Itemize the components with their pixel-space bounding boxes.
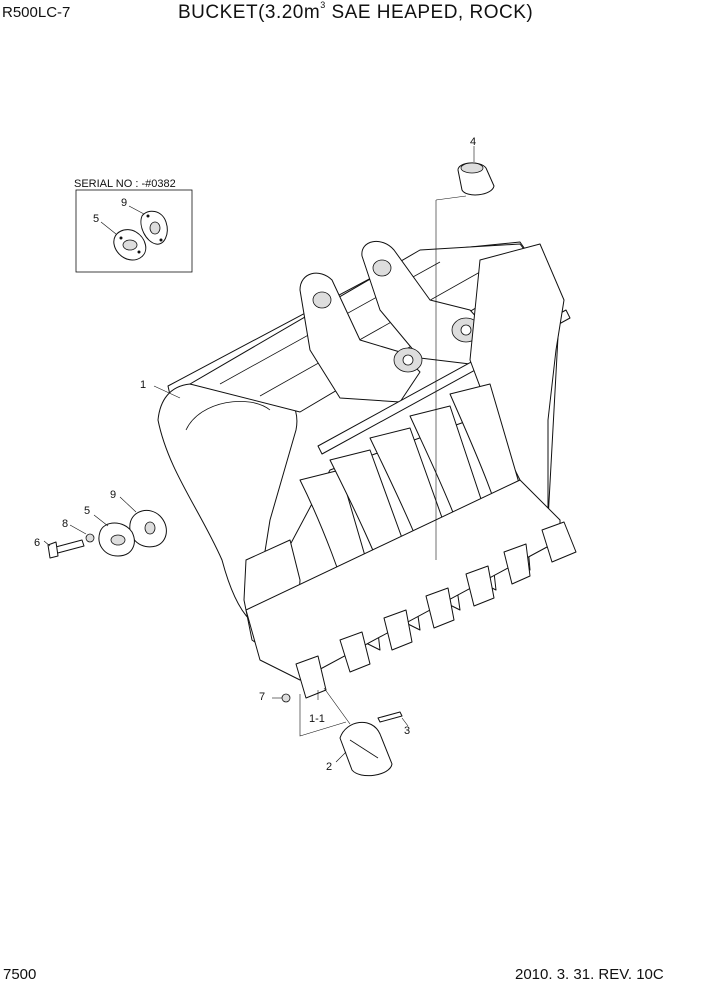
inset-callout-5: 5 [93, 213, 99, 225]
callout-3: 3 [404, 725, 410, 737]
inset-plate-part [113, 229, 147, 261]
part-7-lock [281, 693, 291, 703]
callout-9: 9 [110, 489, 116, 501]
tooth-exploded-parts [153, 385, 409, 777]
callout-2: 2 [326, 761, 332, 773]
callout-1: 1 [140, 379, 146, 391]
callout-6: 6 [34, 537, 40, 549]
title-rest: SAE HEAPED, ROCK) [325, 2, 534, 23]
callout-1-1: 1-1 [309, 713, 325, 725]
serial-inset: SERIAL NO : -#0382 5 9 [74, 178, 193, 273]
inset-callout-9: 9 [121, 197, 127, 209]
callout-4: 4 [470, 136, 476, 148]
callout-8: 8 [62, 518, 68, 530]
callout-7: 7 [259, 691, 265, 703]
callout-5: 5 [84, 505, 90, 517]
bucket-body [157, 241, 577, 699]
tooth-adapters [295, 521, 577, 699]
part-2-tooth [339, 721, 393, 777]
front-pin-hole [312, 291, 332, 309]
rear-pin-hole [372, 259, 392, 277]
title-superscript: 3 [320, 0, 326, 10]
revision-date: 2010. 3. 31. REV. 10C [515, 966, 664, 983]
inset-leader-9 [128, 205, 145, 215]
leader-1-1 [299, 694, 347, 737]
title-main: BUCKET(3.20m [178, 2, 321, 23]
part-3-pin [377, 711, 403, 723]
inset-shim-part [140, 210, 168, 245]
page-number: 7500 [3, 966, 37, 983]
page-title: BUCKET(3.20m3 SAE HEAPED, ROCK) [178, 0, 534, 24]
serial-number-label: SERIAL NO : -#0382 [74, 178, 176, 190]
part-4-bushing [435, 146, 495, 560]
left-exploded-parts [43, 496, 167, 559]
part-8-washer [85, 533, 95, 543]
inset-leader-5 [100, 221, 117, 235]
model-code: R500LC-7 [2, 4, 71, 21]
inset-frame [75, 189, 193, 273]
front-lug [299, 272, 421, 403]
leader-1 [153, 385, 181, 399]
